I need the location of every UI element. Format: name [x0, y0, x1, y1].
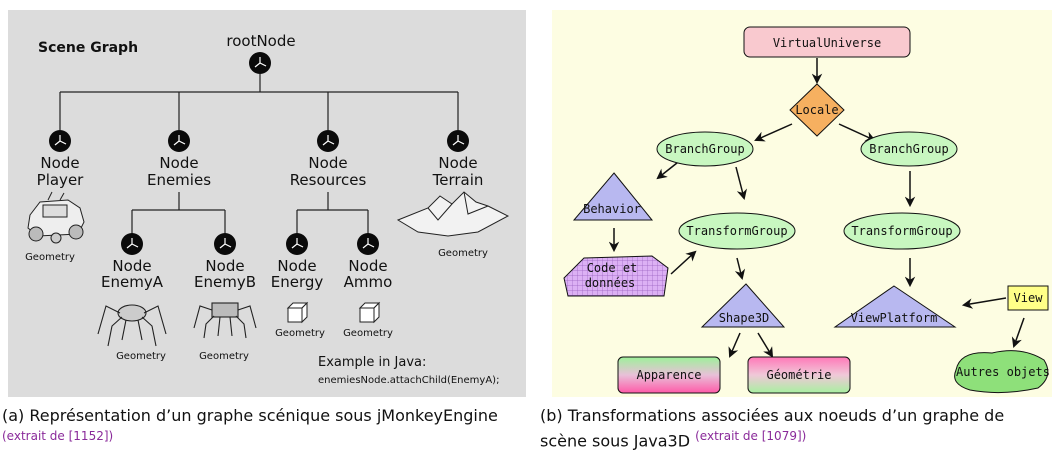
terrain-node-label1: Node: [438, 154, 477, 172]
player-node-label1: Node: [40, 154, 79, 172]
virtual-universe-box: [743, 26, 911, 58]
ammo-geometry-label: Geometry: [343, 328, 393, 339]
enemies-node-label1: Node: [159, 154, 198, 172]
view-box: [1007, 285, 1049, 311]
java3d-scene-graph: VirtualUniverse Locale BranchGroup Branc…: [563, 26, 1050, 394]
root-node-label: rootNode: [226, 32, 295, 50]
enemyA-node-label2: EnemyA: [101, 273, 164, 291]
virtual-universe-label: VirtualUniverse: [773, 36, 881, 50]
branch-group-left-ellipse: [656, 131, 754, 167]
caption-a-text: (a) Représentation d’un graphe scénique …: [2, 406, 498, 425]
java-example-title: Example in Java:: [318, 355, 426, 370]
code-data-shape: [563, 255, 669, 297]
player-geometry-label: Geometry: [25, 252, 75, 263]
enemyB-spider-icon: [193, 302, 257, 339]
player-node-label2: Player: [37, 171, 85, 189]
resources-node-label2: Resources: [290, 171, 367, 189]
caption-b-text: (b) Transformations associées aux noeuds…: [540, 406, 1005, 451]
energy-node-label1: Node: [277, 257, 316, 275]
appearance-label: Apparence: [636, 368, 701, 382]
other-objects-label: Autres objets: [956, 365, 1050, 379]
terrain-node-label2: Terrain: [432, 171, 484, 189]
player-vehicle-icon: [27, 191, 85, 244]
scene-graph-title: Scene Graph: [38, 40, 138, 56]
locale-diamond: [789, 83, 845, 137]
ammo-node-icon: [356, 232, 380, 256]
caption-b-ref: (extrait de [1079]): [695, 429, 807, 443]
player-node-icon: [48, 129, 72, 153]
enemyA-node-label1: Node: [112, 257, 151, 275]
caption-b: (b) Transformations associées aux noeuds…: [540, 406, 1056, 451]
enemyB-geometry-label: Geometry: [199, 351, 249, 362]
enemyB-node-icon: [213, 232, 237, 256]
enemyA-spider-icon: [97, 304, 167, 347]
jme-scene-graph-panel: Scene Graph rootNode Node Player Node En…: [8, 10, 526, 397]
enemyB-node-label2: EnemyB: [194, 273, 256, 291]
energy-node-label2: Energy: [271, 273, 324, 291]
locale-label: Locale: [795, 103, 838, 117]
view-platform-label: ViewPlatform: [851, 311, 938, 325]
code-data-label1: Code et: [587, 261, 638, 275]
java-example-code: enemiesNode.attachChild(EnemyA);: [318, 375, 499, 386]
view-platform-triangle: [833, 285, 957, 328]
branch-group-left-label: BranchGroup: [665, 142, 744, 156]
energy-node-icon: [285, 232, 309, 256]
ammo-node-label1: Node: [348, 257, 387, 275]
transform-group-right-label: TransformGroup: [851, 224, 952, 238]
level1-connectors: [59, 74, 459, 130]
branch-group-right-label: BranchGroup: [869, 142, 948, 156]
terrain-node-icon: [446, 129, 470, 153]
enemies-node-icon: [167, 129, 191, 153]
view-label: View: [1014, 291, 1044, 305]
shape3d-label: Shape3D: [719, 311, 770, 325]
geometry-label: Géométrie: [766, 368, 831, 382]
caption-a: (a) Représentation d’un graphe scénique …: [2, 406, 534, 451]
resources-node-label1: Node: [308, 154, 347, 172]
transform-group-left-ellipse: [678, 212, 796, 250]
energy-cube-icon: [286, 301, 309, 324]
enemyA-node-icon: [120, 232, 144, 256]
behavior-label: Behavior: [583, 202, 641, 216]
geometry-box: [747, 356, 851, 394]
ammo-node-label2: Ammo: [344, 273, 393, 291]
level2-connectors: [131, 192, 369, 234]
code-data-label2: données: [585, 276, 636, 290]
other-objects-shape: [954, 350, 1049, 394]
java3d-arrows: [608, 58, 1025, 358]
enemyA-geometry-label: Geometry: [116, 351, 166, 362]
caption-a-ref: (extrait de [1152]): [2, 429, 114, 443]
appearance-box: [617, 356, 721, 394]
energy-geometry-label: Geometry: [275, 328, 325, 339]
transform-group-right-ellipse: [843, 212, 961, 250]
enemyB-node-label1: Node: [205, 257, 244, 275]
ammo-cube-icon: [358, 301, 381, 324]
root-node-icon: [248, 51, 272, 75]
resources-node-icon: [316, 129, 340, 153]
terrain-mountain-icon: [396, 191, 510, 237]
branch-group-right-ellipse: [860, 131, 958, 167]
jme-scene-graph: Scene Graph rootNode Node Player Node En…: [25, 32, 510, 386]
shape3d-triangle: [700, 283, 786, 328]
terrain-geometry-label: Geometry: [438, 248, 488, 259]
java3d-scene-graph-panel: VirtualUniverse Locale BranchGroup Branc…: [552, 10, 1052, 397]
behavior-triangle: [572, 172, 654, 221]
enemies-node-label2: Enemies: [147, 171, 211, 189]
transform-group-left-label: TransformGroup: [686, 224, 787, 238]
